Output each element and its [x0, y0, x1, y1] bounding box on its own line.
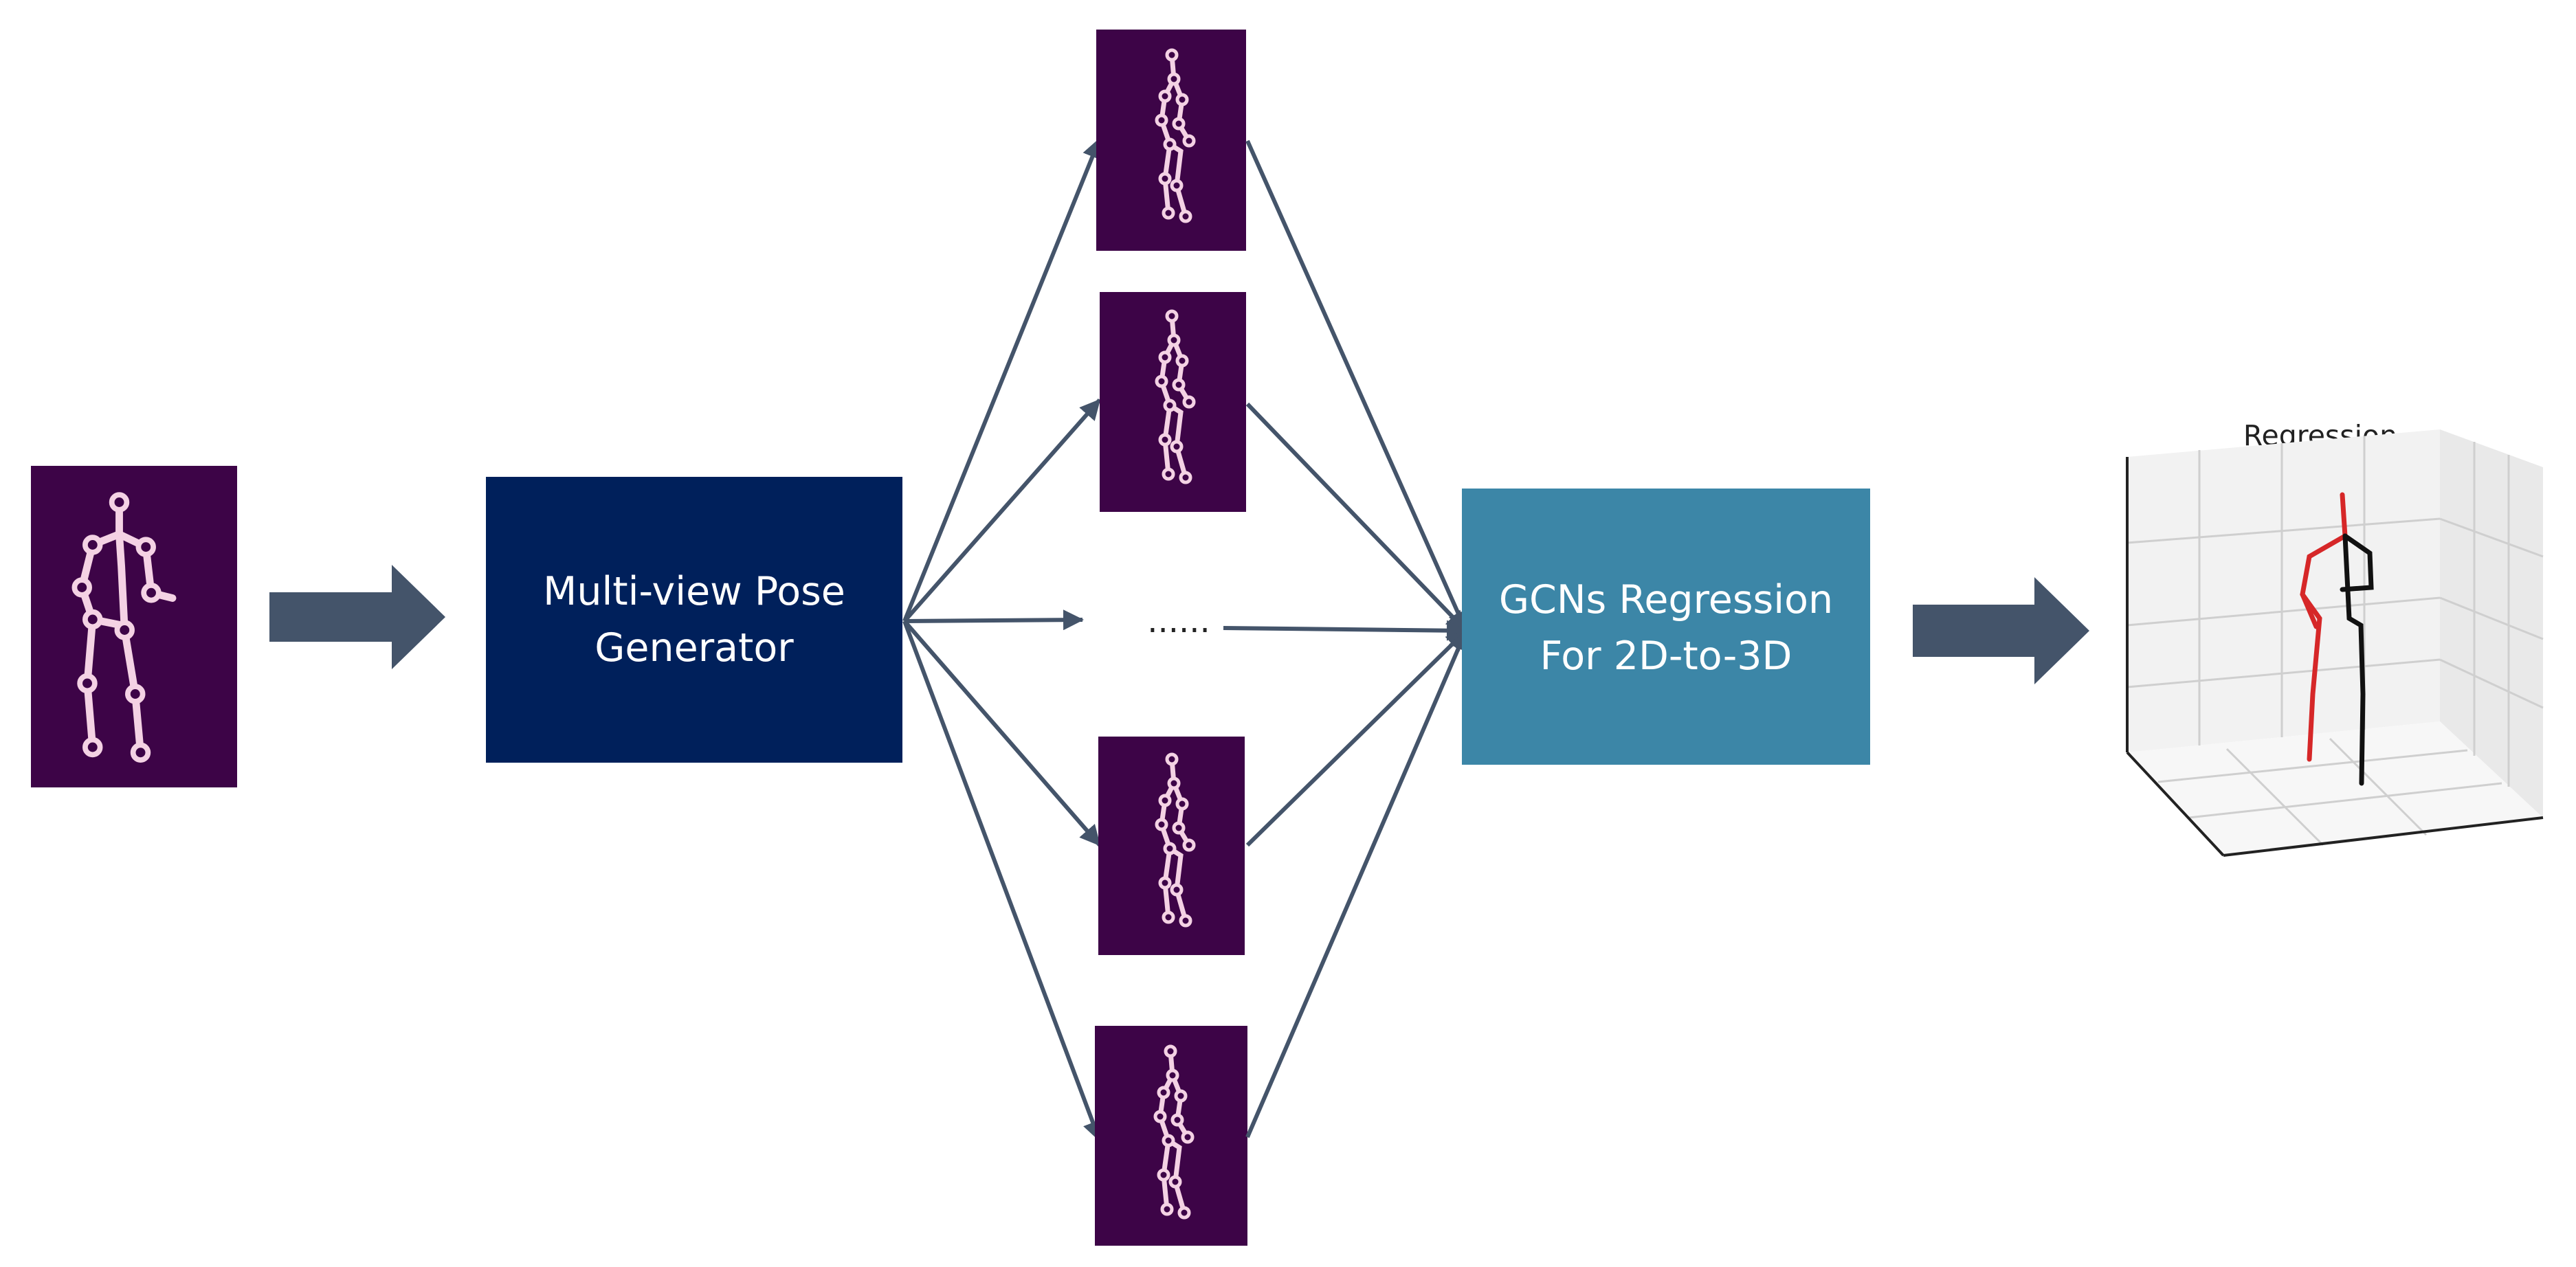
- thick-right-arrow-icon: [269, 565, 445, 669]
- multi-view-pose-generator-block: Multi-view Pose Generator: [486, 477, 902, 763]
- generated-view-2: [1100, 292, 1246, 512]
- plot-panes: [2127, 429, 2543, 855]
- plot-grid: [2127, 436, 2544, 846]
- thick-right-arrow-icon: [1913, 577, 2089, 684]
- regression-label-line2: For 2D-to-3D: [1540, 634, 1792, 679]
- arrow-to-view-4: [902, 620, 1103, 1142]
- arrow-from-view-4: [1245, 629, 1468, 1139]
- arrow-to-view-1: [902, 137, 1102, 623]
- input-pose-image: [31, 466, 237, 787]
- generated-view-4: [1095, 1026, 1247, 1246]
- generator-label-line1: Multi-view Pose: [543, 569, 845, 614]
- generated-view-1: [1096, 30, 1246, 251]
- arrow-from-view-3: [1245, 629, 1468, 847]
- generator-label-line2: Generator: [595, 625, 794, 671]
- arrow-to-view-3: [902, 620, 1102, 846]
- fan-out-arrows: [902, 137, 1103, 1142]
- predicted-3d-skeleton: [2300, 492, 2374, 786]
- generator-block-bg: [486, 477, 902, 763]
- generated-view-3: [1098, 737, 1245, 955]
- gcns-regression-block: GCNs Regression For 2D-to-3D: [1462, 489, 1870, 765]
- regression-3d-plot: Regression: [2126, 419, 2544, 857]
- arrow-from-view-2: [1245, 402, 1468, 633]
- plot-axes: [2126, 457, 2544, 857]
- more-views-ellipsis: ......: [1147, 602, 1210, 640]
- arrow-from-view-1: [1245, 139, 1468, 632]
- right-leg: [2342, 533, 2366, 786]
- arrow-to-view-2: [902, 399, 1102, 623]
- fan-in-arrows: [1223, 139, 1468, 1139]
- arrow-to-ellipsis: [904, 609, 1084, 631]
- right-arm: [2340, 533, 2374, 592]
- regression-label-line1: GCNs Regression: [1499, 577, 1833, 623]
- arrow-from-ellipsis: [1223, 620, 1467, 641]
- regression-block-bg: [1462, 489, 1870, 765]
